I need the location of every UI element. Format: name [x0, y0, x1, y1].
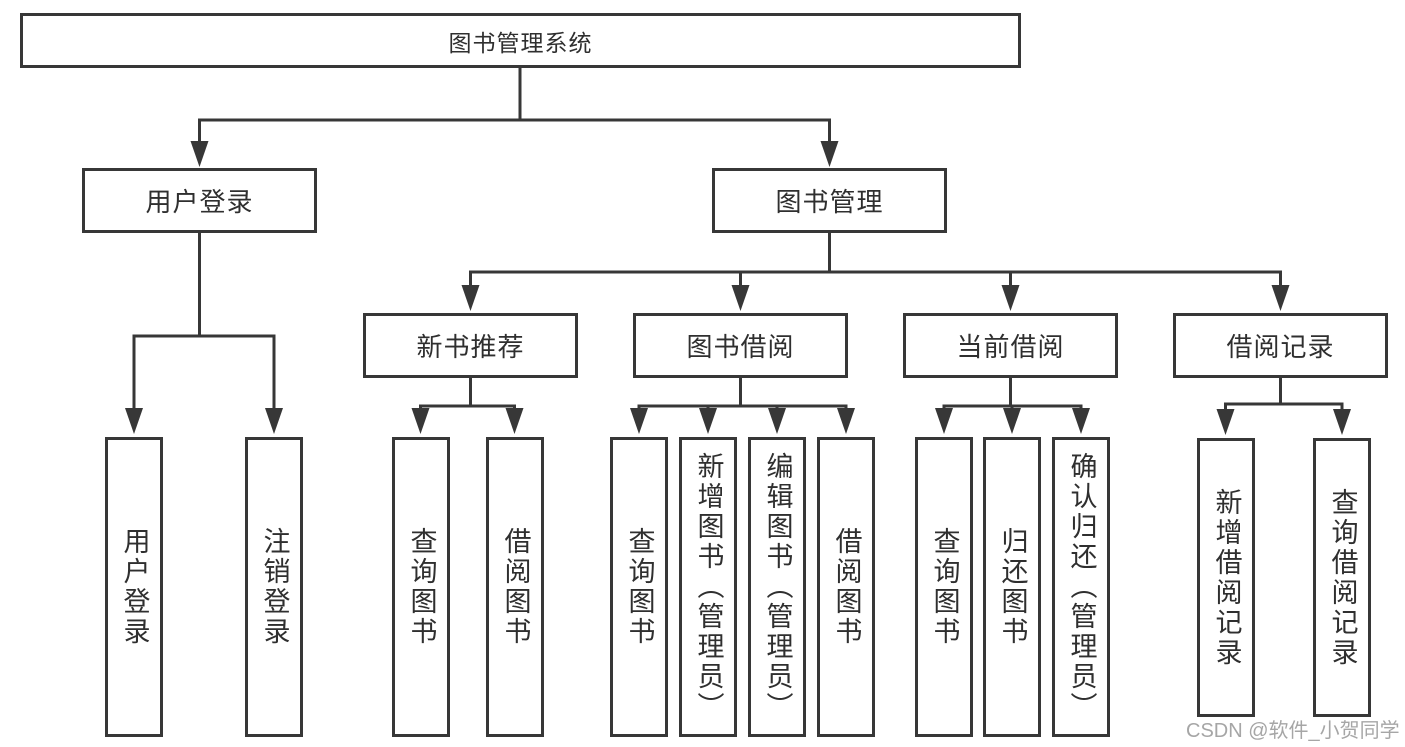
connector-book-mgmt [461, 233, 1290, 311]
node-user-login-label: 用户登录 [145, 187, 254, 217]
arrowhead [837, 408, 855, 434]
leaf-query-book-current-label: 查询图书 [929, 527, 960, 647]
connector-book-borrow [630, 378, 855, 434]
leaf-borrow-book-borrow: 借阅图书 [817, 437, 875, 737]
node-current-borrow-label: 当前借阅 [956, 332, 1065, 362]
leaf-add-book-admin: 新增图书（管理员） [679, 437, 737, 737]
leaf-user-login: 用户登录 [105, 437, 163, 737]
leaf-user-login-label: 用户登录 [119, 527, 150, 647]
arrowhead [461, 285, 480, 311]
leaf-query-book-current: 查询图书 [915, 437, 973, 737]
arrowhead [1271, 285, 1290, 311]
node-new-book-rec: 新书推荐 [363, 313, 578, 378]
leaf-add-borrow-record: 新增借阅记录 [1197, 438, 1255, 717]
connector-new-book-rec [411, 378, 524, 434]
arrowhead [265, 408, 283, 434]
node-root: 图书管理系统 [20, 13, 1021, 68]
arrowhead [1333, 409, 1351, 435]
arrowhead [125, 408, 143, 434]
node-book-mgmt: 图书管理 [712, 168, 947, 233]
arrowhead [699, 408, 717, 434]
arrowhead [411, 408, 430, 434]
node-book-borrow-label: 图书借阅 [686, 332, 795, 362]
arrowhead [630, 408, 648, 434]
connector-current-borrow [935, 378, 1090, 434]
leaf-logout-label: 注销登录 [259, 527, 290, 647]
node-current-borrow: 当前借阅 [903, 313, 1118, 378]
leaf-logout: 注销登录 [245, 437, 303, 737]
leaf-add-book-admin-label: 新增图书（管理员） [693, 452, 724, 722]
arrowhead [505, 408, 524, 434]
csdn-watermark: CSDN @软件_小贺同学 [1186, 720, 1400, 742]
leaf-edit-book-admin: 编辑图书（管理员） [748, 437, 806, 737]
arrowhead [1216, 409, 1235, 435]
leaf-borrow-book-new-rec: 借阅图书 [486, 437, 544, 737]
node-new-book-rec-label: 新书推荐 [416, 332, 525, 362]
leaf-borrow-book-new-rec-label: 借阅图书 [500, 527, 531, 647]
connector-user-login [125, 233, 283, 434]
connector-root [190, 68, 839, 167]
arrowhead [731, 285, 750, 311]
node-borrow-records-label: 借阅记录 [1226, 332, 1335, 362]
node-root-label: 图书管理系统 [448, 29, 593, 56]
node-book-mgmt-label: 图书管理 [775, 187, 884, 217]
arrowhead [190, 141, 209, 167]
leaf-return-book-label: 归还图书 [997, 527, 1028, 647]
node-user-login: 用户登录 [82, 168, 317, 233]
node-borrow-records: 借阅记录 [1173, 313, 1388, 378]
leaf-add-borrow-record-label: 新增借阅记录 [1211, 487, 1242, 668]
leaf-query-borrow-record: 查询借阅记录 [1313, 438, 1371, 717]
leaf-edit-book-admin-label: 编辑图书（管理员） [762, 452, 793, 722]
leaf-borrow-book-borrow-label: 借阅图书 [831, 527, 862, 647]
arrowhead [1072, 408, 1090, 434]
connector-borrow-records [1216, 378, 1351, 435]
leaf-confirm-return-admin: 确认归还（管理员） [1052, 437, 1110, 737]
arrowhead [768, 408, 786, 434]
leaf-query-book-borrow-label: 查询图书 [624, 527, 655, 647]
node-book-borrow: 图书借阅 [633, 313, 848, 378]
arrowhead [820, 141, 839, 167]
leaf-return-book: 归还图书 [983, 437, 1041, 737]
arrowhead [935, 408, 953, 434]
arrowhead [1001, 285, 1020, 311]
leaf-query-book-borrow: 查询图书 [610, 437, 668, 737]
arrowhead [1003, 408, 1021, 434]
leaf-confirm-return-admin-label: 确认归还（管理员） [1066, 452, 1097, 722]
leaf-query-book-new-rec: 查询图书 [392, 437, 450, 737]
leaf-query-borrow-record-label: 查询借阅记录 [1327, 487, 1358, 668]
leaf-query-book-new-rec-label: 查询图书 [406, 527, 437, 647]
